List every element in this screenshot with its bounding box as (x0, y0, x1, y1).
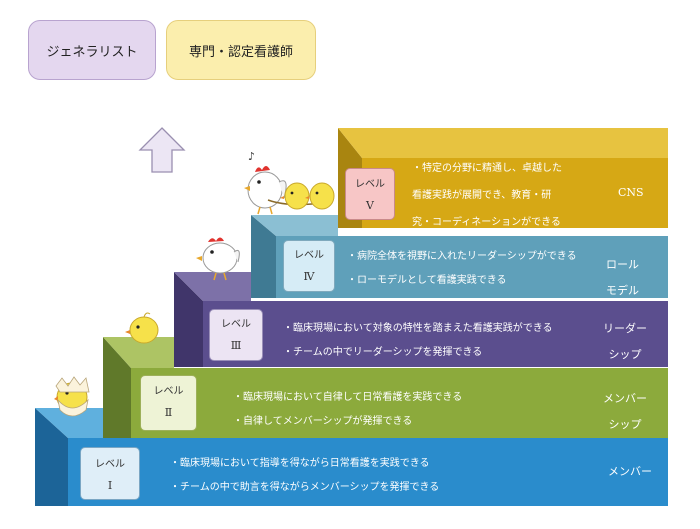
specialist-tag: 専門・認定看護師 (166, 20, 316, 80)
level-2-description: ・臨床現場において自律して日常看護を実践できる ・自律してメンバーシップが発揮で… (233, 392, 463, 427)
step-level-4 (251, 215, 668, 298)
up-arrow-icon (138, 127, 186, 173)
chick-icon (125, 312, 159, 344)
level-2-role: メンバー シップ (603, 392, 647, 431)
level-3-badge: レベル Ⅲ (209, 309, 263, 361)
level-3-description: ・臨床現場において対象の特性を踏まえた看護実践ができる ・チームの中でリーダーシ… (283, 323, 553, 358)
level-1-role: メンバー (608, 465, 652, 478)
step-level-5 (338, 128, 668, 228)
level-2-badge: レベル Ⅱ (140, 375, 197, 431)
level-1-description: ・臨床現場において指導を得ながら日常看護を実践できる ・チームの中で助言を得なが… (170, 458, 440, 493)
step-level-3 (174, 272, 668, 367)
svg-text:♪: ♪ (248, 150, 255, 163)
level-5-description: ・特定の分野に精通し、卓越した 看護実践が展開でき、教育・研 究・コーディネーシ… (412, 163, 562, 228)
hatching-chick-icon (54, 376, 90, 417)
hen-icon (196, 237, 240, 281)
level-4-badge: レベル Ⅳ (283, 240, 335, 292)
level-3-role: リーダー シップ (603, 322, 647, 361)
level-4-description: ・病院全体を視野に入れたリーダーシップができる ・ローモデルとして看護実践できる (347, 251, 577, 286)
level-5-badge: レベル Ⅴ (345, 168, 395, 220)
level-1-badge: レベル Ⅰ (80, 447, 140, 500)
step-level-1 (35, 408, 668, 506)
rooster-with-chicks-icon: ♪ (244, 150, 335, 215)
generalist-tag: ジェネラリスト (28, 20, 156, 80)
level-4-role: ロール モデル (606, 258, 639, 297)
level-5-role: CNS (618, 186, 644, 199)
step-level-2 (103, 337, 668, 438)
